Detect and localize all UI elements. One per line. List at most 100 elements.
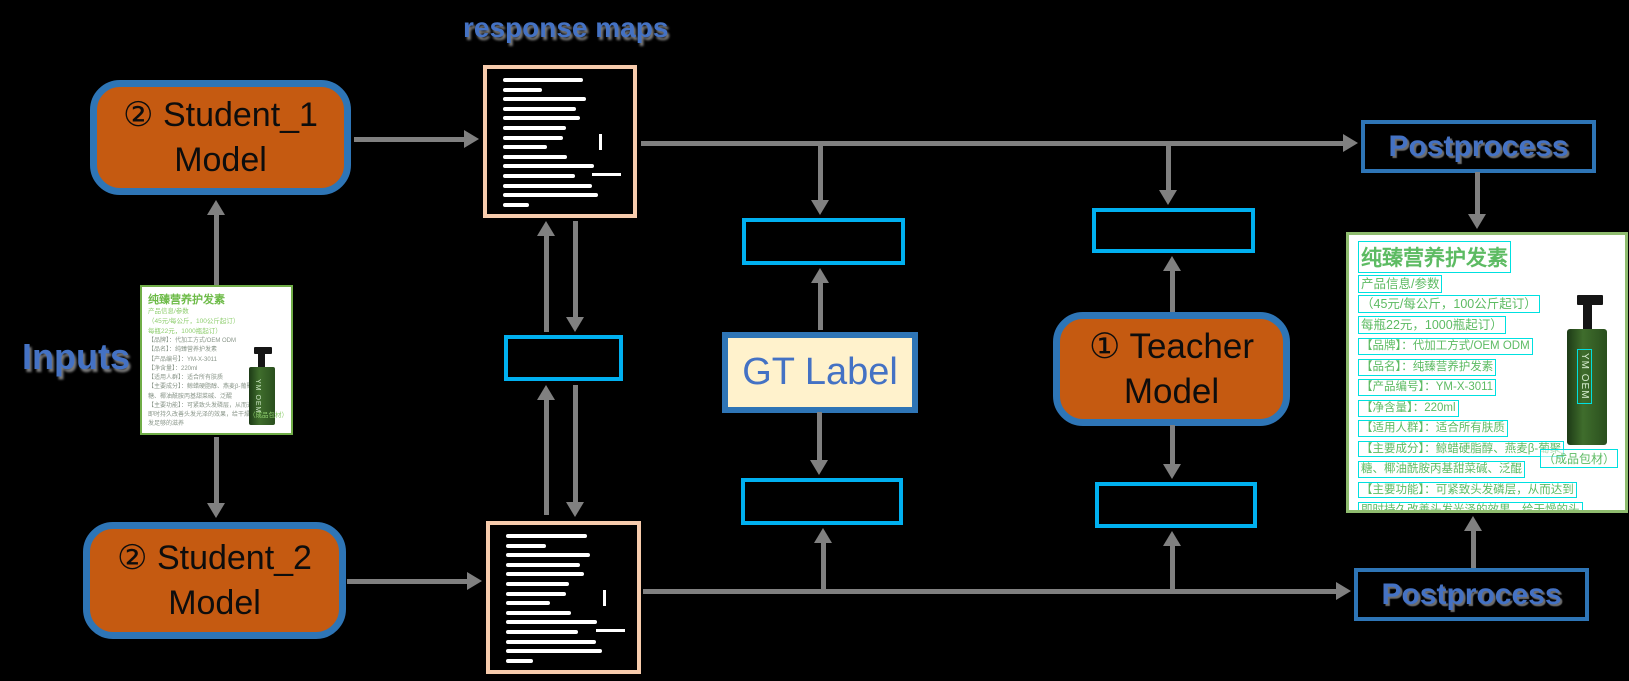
gt-label-text: GT Label (742, 351, 898, 393)
bottle-pump-head (254, 347, 272, 354)
postprocess-top-node: Postprocess (1361, 120, 1596, 173)
arrow-branch-to-gt-loss-top-head (811, 200, 829, 215)
response-map-text-line (503, 135, 563, 140)
arrow-postprocess-to-result-head (1468, 214, 1486, 229)
product-bottle-image: YM OEM (245, 345, 285, 425)
student2-model-node: ② Student_2 Model (83, 522, 346, 639)
ocr-result-title: 纯臻营养护发素 (1358, 241, 1511, 273)
arrow-map1-to-postprocess (641, 140, 1344, 146)
loss-box-gt-student2 (741, 478, 903, 525)
ocr-detected-line: 即时持久改善头发光泽的效果，给干燥的头 (1358, 502, 1583, 510)
response-map-text-line (506, 639, 596, 644)
student2-label-line2: Model (168, 583, 261, 622)
ocr-detected-line: 【品牌】：代加工方式/OEM ODM (1358, 338, 1533, 356)
input-card-detail-line: 【主要成分】：鲸蜡硬脂醇、燕麦β-葡聚 (148, 384, 253, 391)
response-map-text-line (503, 173, 575, 178)
arrow-input-to-student2-head (207, 503, 225, 518)
input-card-detail-line: 即时持久改善头发光泽的效果，给干燥的头 (148, 412, 263, 419)
response-map-text-line (503, 78, 584, 82)
student1-label-line1: ② Student_1 (123, 96, 318, 135)
arrow-input-to-student2 (213, 437, 219, 504)
arrow-branch-to-teacher-loss-head (1159, 190, 1177, 205)
response-map-text-line (503, 106, 577, 111)
arrow-map1-to-loss-down-head (566, 317, 584, 332)
response-map-text-line (503, 202, 530, 207)
input-card-detail-line: 发足够的滋养 (148, 421, 185, 428)
teacher-model-node: ① Teacher Model (1053, 312, 1290, 426)
response-map-text-line (503, 183, 593, 188)
ocr-result-lines: 产品信息/参数（45元/每公斤，100公斤起订）每瓶22元，1000瓶起订）【品… (1358, 274, 1619, 510)
response-map-text-line (506, 572, 585, 577)
inputs-label: Inputs (22, 336, 130, 377)
bottle-label: YM OEM (254, 379, 261, 414)
teacher-label-line1: ① Teacher (1089, 326, 1254, 366)
arrow-input-to-student1 (213, 214, 219, 285)
input-card-info-line: 每瓶22元，1000瓶起订） (148, 328, 222, 336)
response-map-text-line (503, 125, 566, 130)
loss-box-between-students (504, 335, 623, 381)
arrow-student1-to-map1 (354, 136, 465, 142)
response-map-text-line (503, 154, 568, 159)
response-maps-title: response maps (463, 12, 669, 43)
arrow-map2-to-loss-up-head (537, 385, 555, 400)
input-card-detail-line: 糖、椰油酰胺丙基甜菜碱、泛醌 (148, 393, 233, 400)
loss-box-gt-student1 (742, 218, 905, 265)
response-map-dash-mark (592, 173, 622, 177)
response-map-tick-mark (603, 590, 607, 607)
arrow-student2-to-map2 (347, 578, 468, 584)
response-map-text-line (506, 562, 580, 567)
input-card-info-lines: 产品信息/参数（45元/每公斤，100公斤起订）每瓶22元，1000瓶起订） (148, 307, 288, 337)
arrow-map1-to-postprocess-head (1343, 134, 1358, 152)
ocr-detected-line: 产品信息/参数 (1358, 275, 1443, 293)
packaging-note: （成品包材） (249, 412, 288, 419)
arrow-postprocess-to-result (1474, 172, 1480, 215)
input-card-detail-lines: 【品牌】：代加工方式/OEM ODM【品名】：纯臻营养护发素【产品编号】：YM-… (148, 337, 288, 429)
arrow-loss-to-map2-down (572, 385, 578, 503)
response-map-text-bars (506, 534, 653, 668)
arrow-branch-to-teacher-loss (1165, 143, 1171, 191)
response-map-tick-mark (599, 134, 603, 151)
response-map-student2 (486, 521, 641, 674)
response-map-text-line (506, 553, 590, 558)
ocr-result-panel: 纯臻营养护发素 产品信息/参数（45元/每公斤，100公斤起订）每瓶22元，10… (1346, 232, 1628, 513)
response-map-text-line (503, 164, 594, 169)
input-card-title: 纯臻营养护发素 (148, 294, 225, 306)
arrow-input-to-student1-head (207, 200, 225, 215)
arrow-loss-to-map2-down-head (566, 502, 584, 517)
arrow-teacher-to-loss-up-head (1163, 256, 1181, 271)
response-map-text-line (506, 534, 587, 538)
response-map-text-line (506, 591, 567, 596)
input-card-detail-line: 【品名】：纯臻营养护发素 (148, 347, 218, 354)
student1-model-node: ② Student_1 Model (90, 80, 351, 195)
response-map-text-line (503, 116, 581, 121)
response-map-text-line (503, 87, 543, 92)
bottle-pump-head (1577, 295, 1603, 305)
arrow-loss-to-map1-up-head (537, 221, 555, 236)
arrow-gtlabel-to-loss-up (817, 282, 823, 330)
ocr-detected-line: 【净含量】：220ml (1358, 399, 1459, 417)
response-map-text-line (506, 658, 533, 663)
ocr-detected-line: 【适用人群】：适合所有肤质 (1358, 420, 1508, 437)
input-card-detail-line: 【净含量】：220ml (148, 365, 198, 372)
ocr-detected-line: 【主要功能】：可紧致头发磷层，从而达到 (1358, 481, 1577, 499)
arrow-map2-to-postprocess (643, 588, 1337, 594)
bottle-pump-stem (258, 353, 265, 368)
arrow-map1-to-loss-down (572, 221, 578, 318)
bottle-pump-stem (1583, 303, 1592, 331)
arrow-branch-to-gt-loss-top (817, 143, 823, 201)
teacher-label-line2: Model (1123, 372, 1220, 411)
response-map-text-line (506, 649, 602, 654)
postprocess-bottom-label: Postprocess (1381, 577, 1562, 611)
arrow-teacher-to-loss-up (1169, 270, 1175, 312)
loss-box-teacher-student1 (1092, 208, 1255, 253)
input-card-info-line: 产品信息/参数 (148, 308, 189, 315)
ocr-detected-line: 【品名】：纯臻营养护发素 (1358, 358, 1497, 376)
arrow-teacher-to-loss-down (1169, 425, 1175, 465)
response-map-text-line (503, 97, 587, 102)
arrow-teacher-to-loss-down-head (1163, 464, 1181, 479)
bottle-label-detected: YM OEM (1577, 349, 1592, 404)
loss-box-teacher-student2 (1095, 482, 1257, 528)
input-card-detail-line: 【主要功能】：可紧致头发磷层，从而达到 (148, 402, 260, 409)
arrow-line-to-gt-loss-up-head (814, 528, 832, 543)
